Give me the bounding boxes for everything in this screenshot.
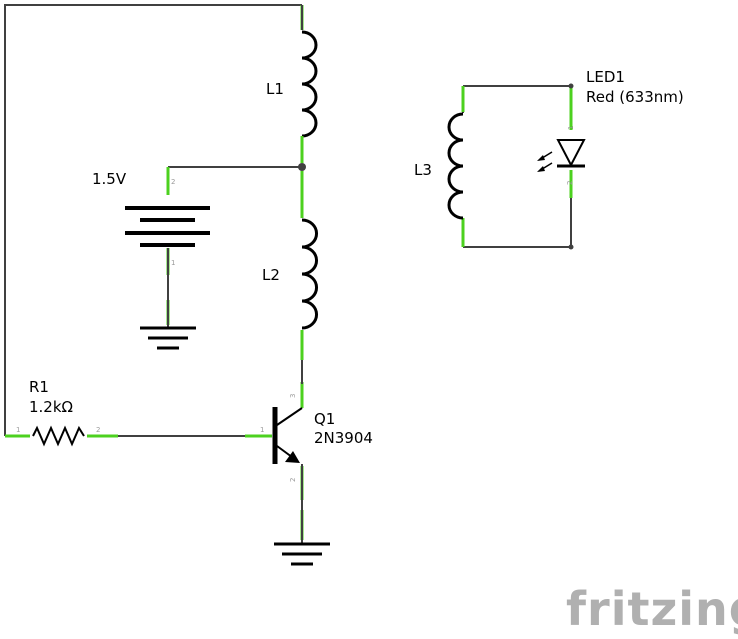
r1-value: 1.2kΩ	[29, 398, 73, 416]
transistor-q1[interactable]: Q1 2N3904 1 3 2	[260, 360, 373, 482]
fritzing-logo: fritzing	[566, 582, 738, 636]
led-led1[interactable]: LED1 Red (633nm) 1 2	[537, 68, 684, 250]
led1-pin-2: 2	[566, 181, 574, 185]
resistor-r1[interactable]: R1 1.2kΩ 1 2	[16, 378, 100, 447]
battery-label: 1.5V	[92, 170, 127, 188]
ground-symbol-battery	[140, 248, 196, 350]
r1-pin-1: 1	[16, 426, 20, 434]
led1-label: LED1	[586, 68, 625, 86]
battery-1-5v[interactable]: 1.5V 2 1	[92, 170, 210, 267]
wire-l3-top	[463, 85, 572, 130]
led1-value: Red (633nm)	[586, 88, 684, 106]
r1-pin-2: 2	[96, 426, 100, 434]
q1-value: 2N3904	[314, 429, 373, 447]
ground-symbol-transistor	[274, 464, 330, 566]
l3-label: L3	[414, 161, 432, 179]
junction-node	[298, 163, 306, 171]
q1-pin-emitter: 2	[289, 478, 297, 482]
wires	[4, 4, 572, 437]
inductor-l3[interactable]: L3	[414, 112, 464, 220]
led1-pin-1: 1	[567, 126, 575, 130]
battery-pin-1: 1	[171, 259, 175, 267]
wire-l3-bottom	[463, 198, 572, 248]
r1-label: R1	[29, 378, 49, 396]
l2-label: L2	[262, 266, 280, 284]
l1-label: L1	[266, 80, 284, 98]
inductor-l1[interactable]: L1	[266, 5, 318, 163]
q1-pin-base: 1	[260, 426, 264, 434]
q1-label: Q1	[314, 410, 335, 428]
battery-pin-2: 2	[171, 178, 175, 186]
wire-left-loop	[4, 4, 302, 436]
q1-pin-collector: 3	[289, 394, 297, 398]
inductor-l2[interactable]: L2	[262, 218, 318, 330]
